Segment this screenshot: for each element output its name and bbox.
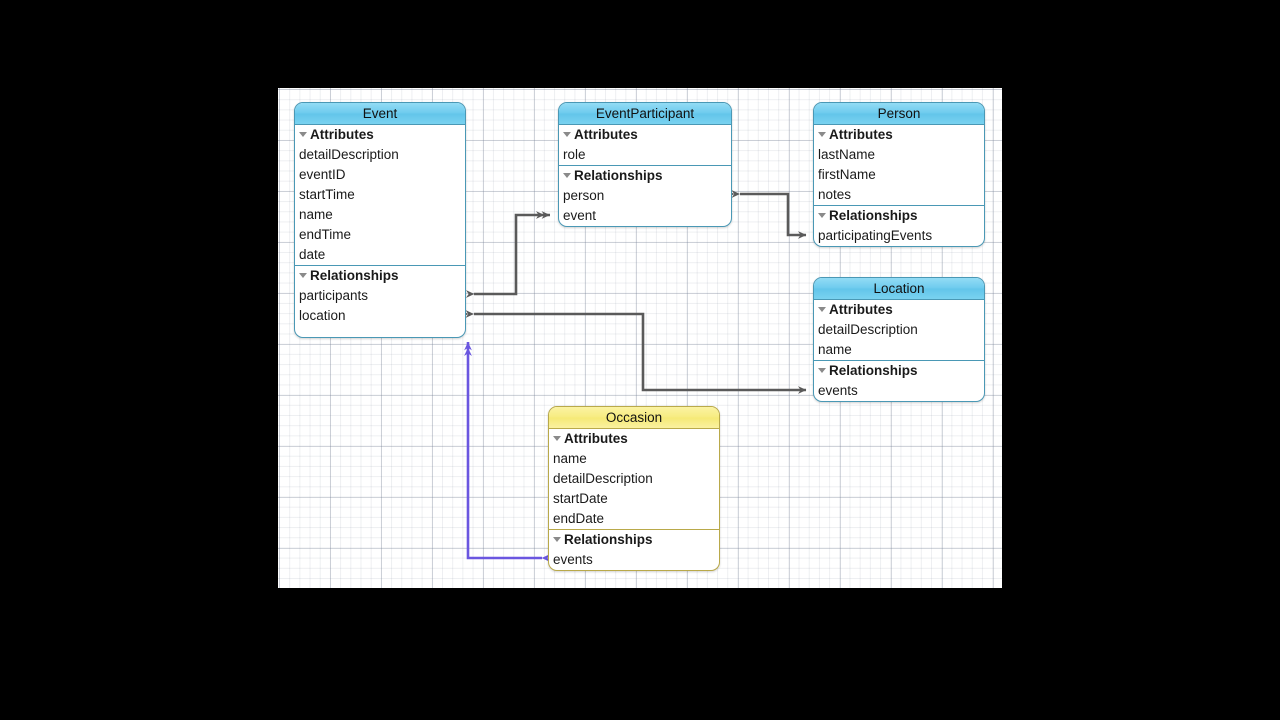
- attribute-row[interactable]: date: [299, 247, 326, 262]
- attributes-section-header[interactable]: Attributes: [295, 125, 465, 145]
- relationship-row[interactable]: events: [818, 383, 858, 398]
- entity-eventparticipant-attributes-section: Attributes role: [559, 125, 731, 165]
- entity-occasion-title[interactable]: Occasion: [549, 407, 719, 429]
- attribute-row[interactable]: eventID: [299, 167, 346, 182]
- attributes-label: Attributes: [829, 127, 893, 142]
- relationship-row[interactable]: location: [299, 308, 346, 323]
- relationships-label: Relationships: [829, 363, 918, 378]
- entity-event-relationships-section: Relationships participants location: [295, 265, 465, 337]
- attribute-row[interactable]: name: [553, 451, 587, 466]
- disclosure-triangle-icon[interactable]: [563, 172, 571, 178]
- disclosure-triangle-icon[interactable]: [818, 367, 826, 373]
- attribute-row[interactable]: role: [563, 147, 586, 162]
- disclosure-triangle-icon[interactable]: [299, 131, 307, 137]
- attributes-label: Attributes: [829, 302, 893, 317]
- entity-eventparticipant-title[interactable]: EventParticipant: [559, 103, 731, 125]
- relationships-section-header[interactable]: Relationships: [295, 266, 465, 286]
- relationship-row[interactable]: participants: [299, 288, 369, 303]
- attribute-row[interactable]: lastName: [818, 147, 876, 162]
- attribute-row[interactable]: name: [818, 342, 852, 357]
- relationship-row[interactable]: events: [553, 552, 593, 567]
- connector-event-location-location-events[interactable]: [460, 310, 807, 394]
- attributes-section-header[interactable]: Attributes: [814, 300, 984, 320]
- attribute-row[interactable]: detailDescription: [299, 147, 399, 162]
- attribute-row[interactable]: name: [299, 207, 333, 222]
- disclosure-triangle-icon[interactable]: [299, 272, 307, 278]
- attribute-row[interactable]: firstName: [818, 167, 876, 182]
- relationship-row[interactable]: person: [563, 188, 605, 203]
- relationships-section-header[interactable]: Relationships: [549, 530, 719, 550]
- relationships-label: Relationships: [310, 268, 399, 283]
- attribute-row[interactable]: startTime: [299, 187, 355, 202]
- entity-eventparticipant-relationships-section: Relationships person event: [559, 165, 731, 226]
- entity-event[interactable]: Event Attributes detailDescription event…: [294, 102, 466, 338]
- entity-occasion-relationships-section: Relationships events: [549, 529, 719, 570]
- disclosure-triangle-icon[interactable]: [553, 536, 561, 542]
- entity-location-attributes-section: Attributes detailDescription name: [814, 300, 984, 360]
- entity-location-relationships-section: Relationships events: [814, 360, 984, 401]
- relationships-label: Relationships: [829, 208, 918, 223]
- entity-occasion[interactable]: Occasion Attributes name detailDescripti…: [548, 406, 720, 571]
- attributes-label: Attributes: [310, 127, 374, 142]
- attribute-row[interactable]: endTime: [299, 227, 352, 242]
- entity-event-title[interactable]: Event: [295, 103, 465, 125]
- relationships-label: Relationships: [564, 532, 653, 547]
- relationships-section-header[interactable]: Relationships: [814, 206, 984, 226]
- relationships-label: Relationships: [574, 168, 663, 183]
- entity-occasion-attributes-section: Attributes name detailDescription startD…: [549, 429, 719, 529]
- attribute-row[interactable]: detailDescription: [553, 471, 653, 486]
- disclosure-triangle-icon[interactable]: [818, 212, 826, 218]
- entity-person-title[interactable]: Person: [814, 103, 984, 125]
- attributes-section-header[interactable]: Attributes: [549, 429, 719, 449]
- disclosure-triangle-icon[interactable]: [553, 435, 561, 441]
- relationships-section-header[interactable]: Relationships: [559, 166, 731, 186]
- disclosure-triangle-icon[interactable]: [818, 306, 826, 312]
- relationships-section-header[interactable]: Relationships: [814, 361, 984, 381]
- entity-event-attributes-section: Attributes detailDescription eventID sta…: [295, 125, 465, 265]
- disclosure-triangle-icon[interactable]: [563, 131, 571, 137]
- entity-eventparticipant[interactable]: EventParticipant Attributes role Relatio…: [558, 102, 732, 227]
- entity-location-title[interactable]: Location: [814, 278, 984, 300]
- connector-event-participants-eventparticipant-event[interactable]: [466, 211, 550, 298]
- attributes-label: Attributes: [574, 127, 638, 142]
- attribute-row[interactable]: startDate: [553, 491, 608, 506]
- connector-occasion-events-event[interactable]: [464, 342, 550, 562]
- relationship-row[interactable]: participatingEvents: [818, 228, 933, 243]
- attributes-section-header[interactable]: Attributes: [559, 125, 731, 145]
- entity-person-relationships-section: Relationships participatingEvents: [814, 205, 984, 246]
- attribute-row[interactable]: detailDescription: [818, 322, 918, 337]
- entity-person[interactable]: Person Attributes lastName firstName not…: [813, 102, 985, 247]
- clipped-row: [295, 326, 465, 337]
- entity-location[interactable]: Location Attributes detailDescription na…: [813, 277, 985, 402]
- entity-person-attributes-section: Attributes lastName firstName notes: [814, 125, 984, 205]
- data-model-canvas[interactable]: Event Attributes detailDescription event…: [278, 88, 1002, 588]
- attributes-label: Attributes: [564, 431, 628, 446]
- disclosure-triangle-icon[interactable]: [818, 131, 826, 137]
- attribute-row[interactable]: notes: [818, 187, 852, 202]
- attributes-section-header[interactable]: Attributes: [814, 125, 984, 145]
- attribute-row[interactable]: endDate: [553, 511, 605, 526]
- connector-eventparticipant-person-person-participatingevents[interactable]: [726, 190, 807, 239]
- relationship-row[interactable]: event: [563, 208, 597, 223]
